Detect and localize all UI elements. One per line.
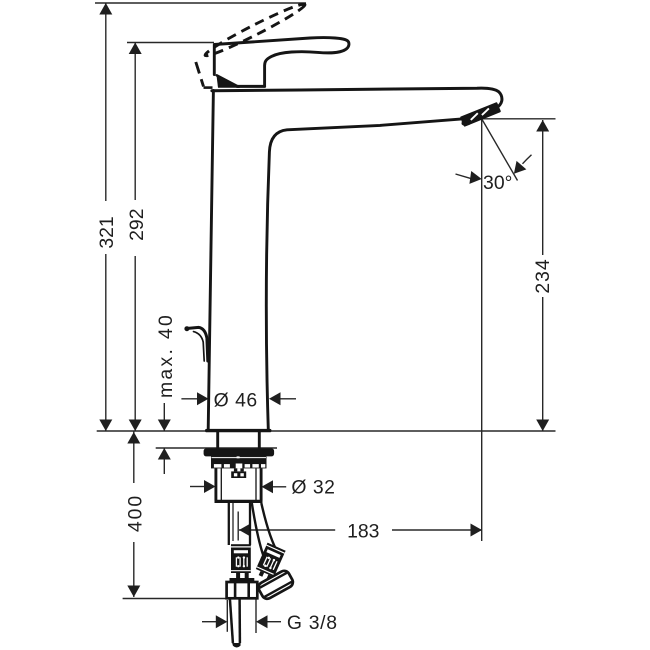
svg-text:30°: 30° — [483, 172, 512, 194]
svg-text:292: 292 — [126, 209, 148, 241]
svg-text:321: 321 — [96, 216, 118, 248]
svg-text:Ø 46: Ø 46 — [214, 390, 258, 412]
svg-text:max. 40: max. 40 — [155, 313, 177, 398]
svg-text:183: 183 — [347, 520, 379, 542]
svg-text:Ø 32: Ø 32 — [291, 477, 335, 499]
svg-text:G 3/8: G 3/8 — [287, 612, 338, 634]
svg-text:400: 400 — [125, 494, 147, 532]
svg-text:234: 234 — [532, 258, 554, 293]
